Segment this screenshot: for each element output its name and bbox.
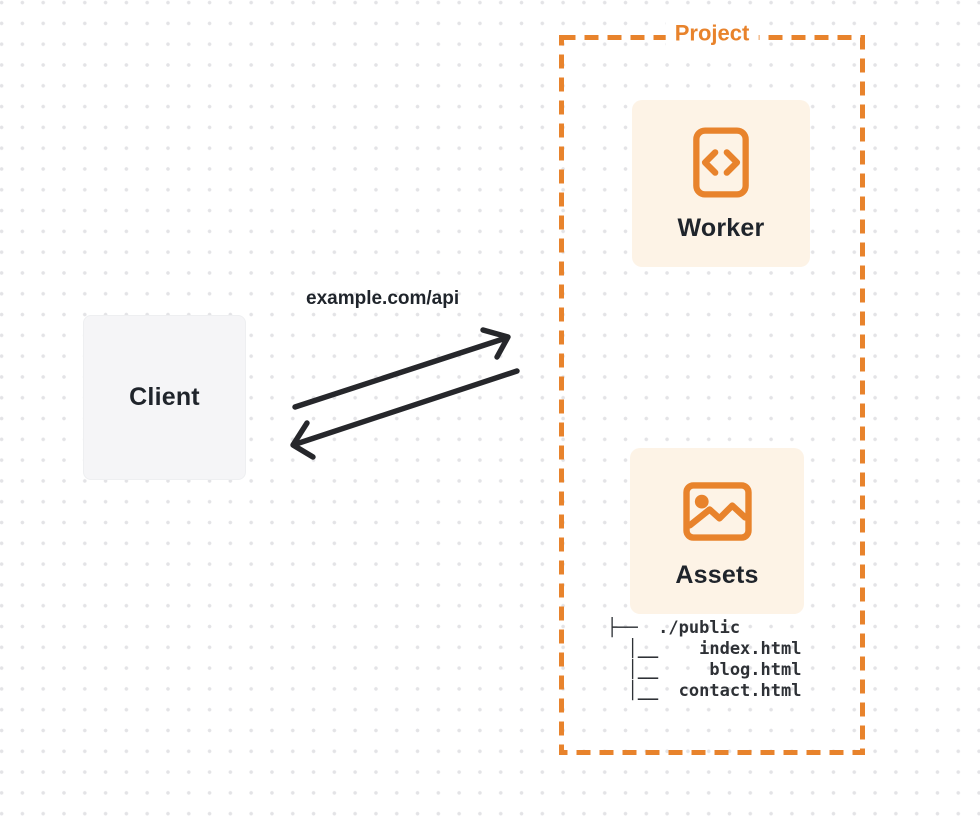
file-tree-item-index: │__ index.html [607, 639, 802, 659]
request-url-label: example.com/api [306, 288, 460, 309]
project-label: Project [665, 20, 759, 47]
response-arrow-head [290, 420, 316, 460]
client-label: Client [129, 383, 200, 411]
assets-file-tree: ├── ./public │__ index.html │__ blog.htm… [607, 618, 801, 702]
file-tree-item-blog: │__ blog.html [607, 660, 802, 680]
file-tree-item-contact: │__ contact.html [607, 681, 802, 701]
image-icon [682, 482, 752, 541]
request-arrow-head [480, 327, 511, 360]
file-tree-root: ├── ./public [607, 618, 741, 638]
worker-label: Worker [677, 214, 765, 242]
assets-label: Assets [675, 561, 759, 589]
code-file-icon [693, 127, 749, 198]
image-icon-sun-dot [694, 494, 709, 509]
worker-node: Worker [632, 100, 810, 267]
response-arrow-shaft [293, 368, 520, 447]
project-boundary: Project Worker Assets [559, 20, 865, 755]
request-arrow-shaft [292, 335, 509, 410]
client-node: Client [83, 315, 246, 480]
assets-node: Assets [630, 448, 804, 614]
